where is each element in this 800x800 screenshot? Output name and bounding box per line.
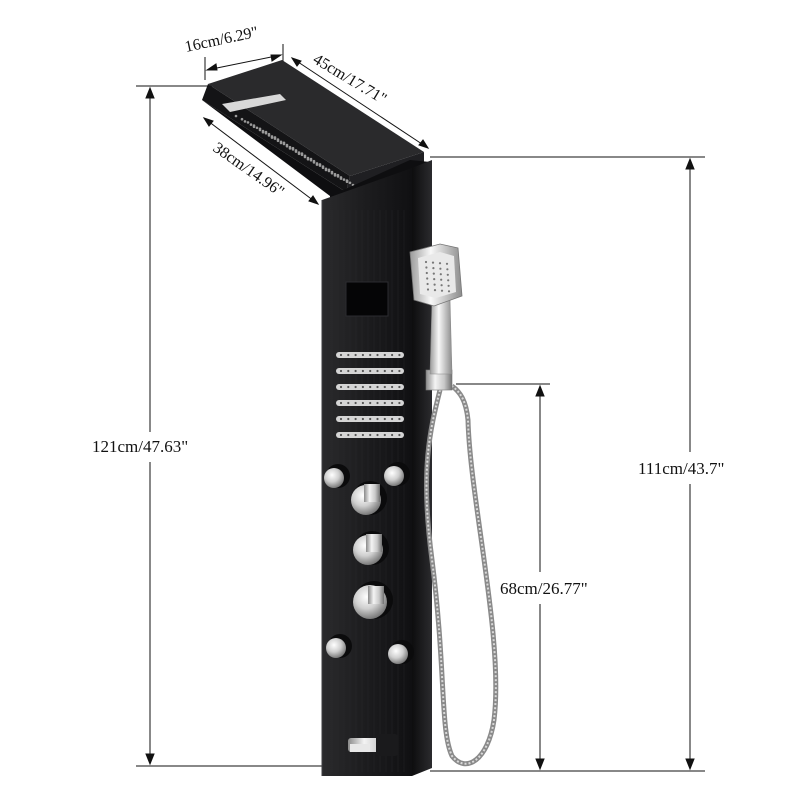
head-width-label: 16cm/6.29"	[183, 24, 259, 56]
tub-spout-icon	[348, 734, 398, 756]
massage-jets	[336, 352, 404, 438]
massage-jet-row	[336, 352, 404, 358]
nozzle-dot	[285, 143, 289, 147]
diverter-knob-icon	[351, 481, 387, 515]
handheld-nozzle-dot	[432, 267, 435, 270]
handheld-nozzle-dot	[438, 262, 442, 265]
nozzle-dot	[240, 117, 244, 121]
nozzle-dot	[342, 178, 346, 181]
nozzle-dot	[279, 140, 283, 144]
rain-shower-head	[202, 60, 424, 200]
handheld-nozzle-dot	[426, 277, 429, 280]
handheld-nozzle-dot	[425, 271, 428, 275]
handheld-nozzle-dot	[445, 262, 449, 265]
nozzle-dot	[288, 145, 292, 149]
nozzle-dot	[321, 165, 325, 168]
handheld-nozzle-dot	[439, 273, 442, 276]
nozzle-dot	[282, 141, 286, 145]
total-height-label: 121cm/47.63"	[92, 437, 188, 456]
handheld-nozzle-dot	[425, 266, 428, 269]
handheld-nozzle-dot	[446, 273, 449, 276]
nozzle-dot	[273, 136, 277, 139]
handheld-nozzle-dot	[432, 272, 435, 275]
panel-height-label: 111cm/43.7"	[638, 459, 724, 478]
handheld-nozzle-dot	[433, 289, 437, 292]
temperature-knob-icon	[353, 581, 393, 619]
nozzle-dot	[345, 179, 349, 182]
nozzle-dot	[246, 121, 250, 124]
handheld-shower-icon	[409, 243, 463, 391]
nozzle-dot	[255, 126, 259, 130]
massage-jet-row	[336, 400, 404, 406]
nozzle-dot	[270, 135, 274, 138]
nozzle-dot	[294, 149, 298, 152]
nozzle-dot	[312, 159, 316, 163]
nozzle-dot	[303, 154, 307, 158]
body-jets	[324, 462, 414, 664]
handheld-nozzle-dot	[439, 267, 442, 270]
handheld-nozzle-dot	[440, 284, 443, 287]
handheld-nozzle-dot	[426, 288, 430, 291]
body-jet-icon	[384, 462, 410, 486]
nozzle-dot	[300, 152, 304, 155]
handheld-nozzle-dot	[447, 284, 450, 287]
handheld-nozzle-dot	[440, 278, 443, 281]
body-jet-icon	[388, 640, 414, 664]
nozzle-dot	[243, 120, 247, 123]
body-jet-icon	[326, 634, 352, 658]
handheld-nozzle-dot	[440, 289, 444, 292]
nozzle-dot	[336, 173, 340, 177]
nozzle-dot	[330, 170, 334, 174]
flow-knob-icon	[353, 531, 389, 565]
nozzle-dot	[309, 157, 313, 161]
nozzle-dot	[333, 172, 337, 176]
massage-jet-row	[336, 384, 404, 390]
nozzle-dot	[249, 123, 253, 126]
nozzle-dot	[276, 138, 280, 141]
handheld-nozzle-dot	[447, 290, 451, 293]
nozzle-dot	[327, 168, 331, 172]
nozzle-dot	[297, 151, 301, 154]
handheld-nozzle-dot	[447, 279, 450, 282]
waterfall-outlet	[222, 94, 286, 112]
nozzle-dot	[306, 156, 310, 160]
nozzle-dot	[318, 163, 322, 166]
control-knobs	[351, 481, 393, 619]
nozzle-dot	[267, 132, 271, 136]
handheld-nozzle-dot	[433, 278, 436, 281]
nozzle-dot	[291, 146, 295, 150]
handheld-nozzle-dot	[433, 283, 436, 286]
nozzle-dot	[324, 167, 328, 171]
nozzle-dot	[264, 130, 268, 134]
handheld-nozzle-dot	[446, 268, 449, 271]
handheld-height-label: 68cm/26.77"	[500, 579, 588, 598]
handheld-nozzle-dot	[431, 261, 435, 264]
shower-hose	[424, 384, 499, 767]
nozzle-dot	[258, 127, 262, 131]
nozzle-dot	[261, 129, 265, 133]
display-icon	[345, 281, 389, 317]
handheld-nozzle-dot	[426, 282, 429, 286]
nozzle-dot	[315, 162, 319, 165]
nozzle-dot	[348, 181, 352, 185]
massage-jet-row	[336, 432, 404, 438]
body-jet-icon	[324, 464, 350, 488]
nozzle-dot	[234, 114, 238, 118]
handheld-nozzle-dot	[424, 260, 428, 264]
dimension-lines	[136, 44, 705, 772]
massage-jet-row	[336, 416, 404, 422]
massage-jet-row	[336, 368, 404, 374]
nozzle-dot	[339, 176, 343, 179]
nozzle-dot	[252, 124, 256, 127]
